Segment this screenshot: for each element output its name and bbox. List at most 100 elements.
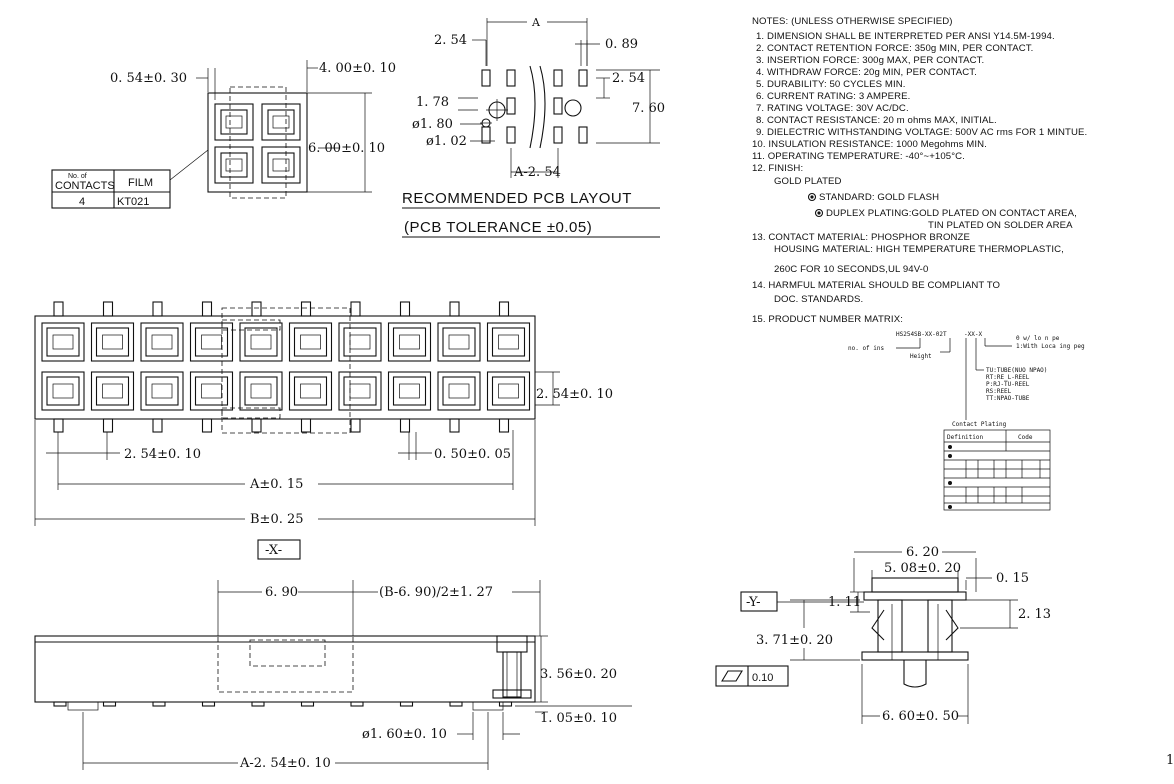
note-7: 7. RATING VOLTAGE: 30V AC/DC. [756, 103, 909, 114]
top-cavity-3 [214, 146, 254, 184]
front-top-pin [300, 301, 312, 317]
front-bottom-pin [498, 418, 510, 433]
end-dim-371: 3. 71±0. 20 [756, 633, 833, 648]
front-cavity [338, 322, 382, 362]
front-cavity-inner [343, 327, 377, 357]
front-cavity [437, 322, 481, 362]
dim-054-030: 0. 54±0. 30 [110, 71, 187, 86]
front-cavity [288, 371, 333, 411]
note-13: 13. CONTACT MATERIAL: PHOSPHOR BRONZE [752, 232, 970, 243]
front-bottom-pin [300, 418, 312, 433]
front-cavity-outer [338, 322, 382, 362]
note-13-housing: HOUSING MATERIAL: HIGH TEMPERATURE THERM… [774, 244, 1064, 255]
product-number-matrix: HS254SB-XX-02T -XX-X no. of ins Height 0… [848, 331, 1085, 511]
pcb-dim-254-right: 2. 54 [612, 71, 645, 86]
front-cavity [239, 322, 283, 362]
front-cavity-contact [448, 383, 470, 399]
front-cavity-outer [387, 322, 432, 362]
front-cavity-contact [201, 383, 222, 399]
plating-bullet-icon [948, 454, 952, 458]
note-11: 11. OPERATING TEMPERATURE: -40°~+105°C. [752, 151, 965, 162]
top-cavity-1 [214, 103, 254, 141]
front-dim-b: B±0. 25 [250, 512, 304, 527]
front-cavity-contact [151, 383, 173, 399]
front-bottom-pin [53, 418, 64, 433]
side-bottom-pad [498, 701, 513, 707]
matrix-pack-1: TU:TUBE(NUO NPAO) [986, 367, 1047, 374]
table-header-no-of: No. of [68, 173, 87, 180]
front-cavity-inner [244, 327, 278, 357]
front-cavity-contact [151, 334, 173, 350]
note-12-standard: STANDARD: GOLD FLASH [819, 192, 939, 203]
front-cavity-contact [52, 383, 74, 399]
front-cavity [140, 371, 184, 411]
end-dim-213: 2. 13 [1018, 607, 1051, 622]
matrix-col-code: Code [1018, 434, 1033, 441]
datum-y: -Y- [746, 595, 761, 610]
front-dim-a: A±0. 15 [249, 477, 303, 492]
table-header-film: FILM [128, 177, 153, 189]
front-dim-254-right: 2. 54±0. 10 [536, 387, 613, 402]
front-cavity-inner [46, 327, 80, 357]
pcb-layout: A 2. 54 0. 89 2. 54 7. 60 1. 78 ø1. 80 ø… [402, 16, 665, 238]
flatness-icon [721, 670, 743, 682]
pcb-dim-a-254: A-2. 54 [513, 165, 561, 180]
front-cavity-contact [349, 334, 371, 350]
side-dim-a-254: A-2. 54±0. 10 [239, 756, 331, 771]
front-cavity-outer [140, 371, 184, 411]
front-cavity-outer [486, 322, 531, 362]
front-top-pin [201, 301, 213, 317]
bullet-dot-icon [810, 195, 814, 199]
pcb-dim-phi102: ø1. 02 [426, 134, 467, 149]
end-dim-111: 1. 11 [828, 595, 861, 610]
front-top-pin [53, 301, 64, 317]
front-cavity-inner [293, 327, 328, 357]
front-cavity-outer [486, 371, 531, 411]
front-cavity-inner [392, 376, 427, 406]
front-bottom-pin [350, 418, 361, 433]
note-14-doc: DOC. STANDARDS. [774, 294, 863, 305]
front-cavity-inner [194, 327, 229, 357]
front-cavity-inner [293, 376, 328, 406]
front-cavity-inner [442, 327, 476, 357]
end-dim-660: 6. 60±0. 50 [882, 709, 959, 724]
note-12-gold: GOLD PLATED [774, 176, 842, 187]
front-top-pin [350, 301, 361, 317]
front-top-pin [399, 301, 411, 317]
front-cavity-contact [250, 334, 272, 350]
side-bottom-pad [350, 701, 364, 707]
front-dim-254-bottom: 2. 54±0. 10 [124, 447, 201, 462]
front-cavity-inner [145, 376, 179, 406]
front-cavity-contact [300, 334, 321, 350]
side-dim-356: 3. 56±0. 20 [540, 667, 617, 682]
end-dim-015: 0. 15 [996, 571, 1029, 586]
end-dim-508: 5. 08±0. 20 [884, 561, 961, 576]
note-12-tin: TIN PLATED ON SOLDER AREA [928, 220, 1073, 231]
side-dim-formula: (B-6. 90)/2±1. 27 [379, 585, 493, 600]
front-cavity-inner [343, 376, 377, 406]
front-cavity-outer [189, 371, 234, 411]
front-bottom-pin [449, 418, 460, 433]
note-6: 6. CURRENT RATING: 3 AMPERE. [756, 91, 910, 102]
matrix-suffix: -XX-X [964, 331, 982, 338]
front-cavity-contact [349, 383, 371, 399]
contacts-film-table: No. of CONTACTS FILM 4 KT021 [51, 149, 209, 209]
front-cavity-contact [102, 334, 123, 350]
front-cavity-inner [392, 327, 427, 357]
note-5: 5. DURABILITY: 50 CYCLES MIN. [756, 79, 906, 90]
matrix-label-peg: 0 w/ lo n pe [1016, 335, 1060, 342]
pcb-tolerance: (PCB TOLERANCE ±0.05) [404, 219, 592, 236]
front-cavity-contact [399, 334, 420, 350]
matrix-pack-4: RS:REEL [986, 388, 1012, 395]
note-10: 10. INSULATION RESISTANCE: 1000 Megohms … [752, 139, 987, 150]
plating-bullet-icon [948, 481, 952, 485]
pcb-dim-254-top: 2. 54 [434, 33, 467, 48]
pcb-dim-089: 0. 89 [605, 37, 638, 52]
note-15: 15. PRODUCT NUMBER MATRIX: [752, 314, 903, 325]
front-cavity [41, 322, 85, 362]
front-cavity-inner [244, 376, 278, 406]
front-top-pin [102, 301, 114, 317]
front-cavity [90, 322, 135, 362]
front-top-pin [498, 301, 510, 317]
